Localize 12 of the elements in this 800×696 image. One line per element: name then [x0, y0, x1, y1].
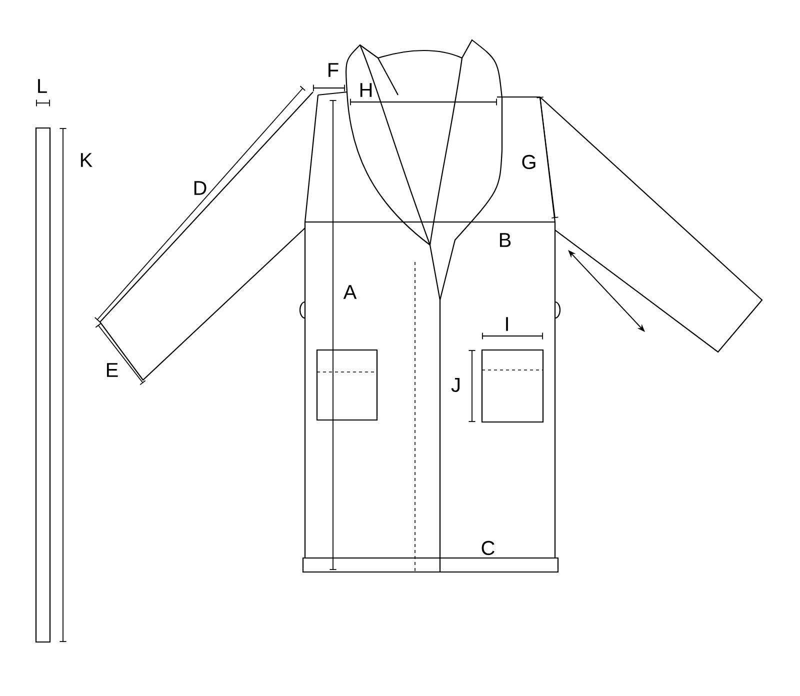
dimension-label: I — [506, 317, 508, 331]
dimension-label: E — [106, 363, 118, 377]
dimension-label: L — [38, 79, 47, 93]
dimension-label: F — [328, 63, 338, 77]
dimension-label: C — [482, 540, 494, 556]
dimension-label: K — [80, 153, 92, 167]
dimension-label: J — [451, 378, 460, 392]
dimension-label: G — [522, 154, 536, 170]
dimension-label: H — [360, 83, 372, 97]
dimension-label: D — [194, 181, 206, 195]
dimension-label: B — [500, 233, 511, 247]
dimension-label: A — [343, 285, 357, 299]
